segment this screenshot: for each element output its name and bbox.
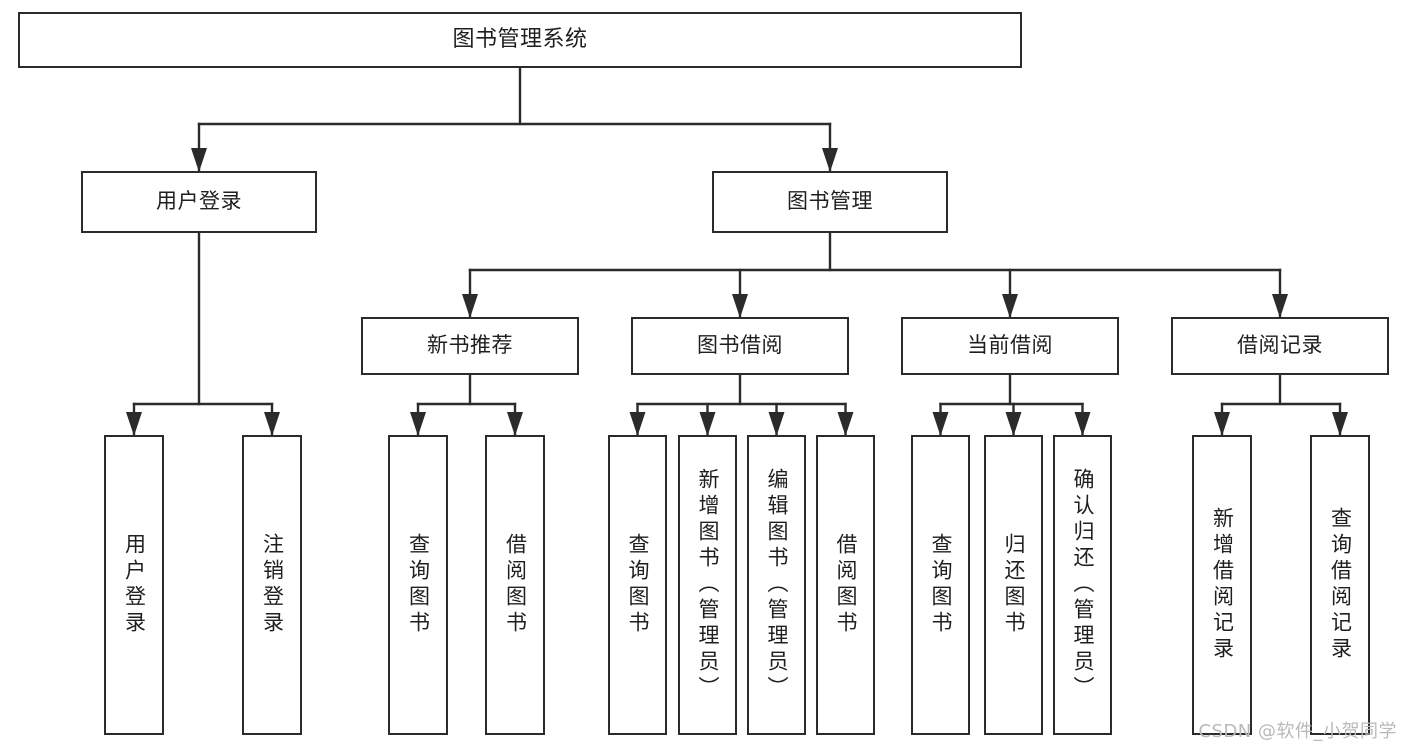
node-label: 图书管理系统 xyxy=(452,26,588,52)
node-leaf_b_edit[interactable]: 编辑图书（管理员） xyxy=(747,435,806,735)
arrowhead-icon xyxy=(822,148,838,172)
node-login[interactable]: 用户登录 xyxy=(81,171,317,233)
node-leaf_login[interactable]: 用户登录 xyxy=(104,435,164,735)
node-label: 用户登录 xyxy=(122,533,147,637)
node-label: 图书管理 xyxy=(787,189,873,214)
arrowhead-icon xyxy=(1332,412,1348,436)
node-label: 查询图书 xyxy=(406,533,431,637)
node-label: 图书借阅 xyxy=(697,333,783,358)
node-records[interactable]: 借阅记录 xyxy=(1171,317,1389,375)
arrowhead-icon xyxy=(126,412,142,436)
arrowhead-icon xyxy=(1005,412,1022,436)
arrowhead-icon xyxy=(732,294,748,318)
node-label: 归还图书 xyxy=(1002,533,1026,637)
arrowhead-icon xyxy=(462,294,478,318)
node-label: 新增图书（管理员） xyxy=(696,468,720,702)
node-leaf_nb_borrow[interactable]: 借阅图书 xyxy=(485,435,545,735)
node-newbook[interactable]: 新书推荐 xyxy=(361,317,579,375)
arrowhead-icon xyxy=(1214,412,1230,436)
node-leaf_b_add[interactable]: 新增图书（管理员） xyxy=(678,435,737,735)
node-current[interactable]: 当前借阅 xyxy=(901,317,1119,375)
node-leaf_r_add[interactable]: 新增借阅记录 xyxy=(1192,435,1252,735)
arrowhead-icon xyxy=(768,412,785,436)
node-label: 借阅记录 xyxy=(1237,333,1323,358)
arrowhead-icon xyxy=(1002,294,1018,318)
arrowhead-icon xyxy=(837,412,854,436)
node-root[interactable]: 图书管理系统 xyxy=(18,12,1022,68)
node-leaf_c_confirm[interactable]: 确认归还（管理员） xyxy=(1053,435,1112,735)
node-label: 用户登录 xyxy=(156,189,242,214)
node-label: 注销登录 xyxy=(260,533,285,637)
csdn-watermark: CSDN @软件_小贺同学 xyxy=(1198,721,1397,742)
node-label: 查询图书 xyxy=(626,533,650,637)
node-leaf_b_borrow[interactable]: 借阅图书 xyxy=(816,435,875,735)
arrowhead-icon xyxy=(932,412,949,436)
node-leaf_c_return[interactable]: 归还图书 xyxy=(984,435,1043,735)
arrowhead-icon xyxy=(1272,294,1288,318)
node-label: 查询借阅记录 xyxy=(1328,507,1353,663)
arrowhead-icon xyxy=(410,412,426,436)
node-leaf_r_query[interactable]: 查询借阅记录 xyxy=(1310,435,1370,735)
node-borrow[interactable]: 图书借阅 xyxy=(631,317,849,375)
node-label: 新书推荐 xyxy=(427,333,513,358)
node-label: 新增借阅记录 xyxy=(1210,507,1235,663)
node-bookmgmt[interactable]: 图书管理 xyxy=(712,171,948,233)
arrowhead-icon xyxy=(629,412,646,436)
arrowhead-icon xyxy=(1074,412,1091,436)
node-leaf_c_query[interactable]: 查询图书 xyxy=(911,435,970,735)
node-label: 查询图书 xyxy=(929,533,953,637)
node-leaf_logout[interactable]: 注销登录 xyxy=(242,435,302,735)
arrowhead-icon xyxy=(507,412,523,436)
arrowhead-icon xyxy=(264,412,280,436)
arrowhead-icon xyxy=(699,412,716,436)
node-label: 确认归还（管理员） xyxy=(1071,468,1095,702)
node-label: 借阅图书 xyxy=(834,533,858,637)
node-leaf_nb_query[interactable]: 查询图书 xyxy=(388,435,448,735)
node-leaf_b_query[interactable]: 查询图书 xyxy=(608,435,667,735)
node-label: 借阅图书 xyxy=(503,533,528,637)
node-label: 当前借阅 xyxy=(967,333,1053,358)
node-label: 编辑图书（管理员） xyxy=(765,468,789,702)
arrowhead-icon xyxy=(191,148,207,172)
